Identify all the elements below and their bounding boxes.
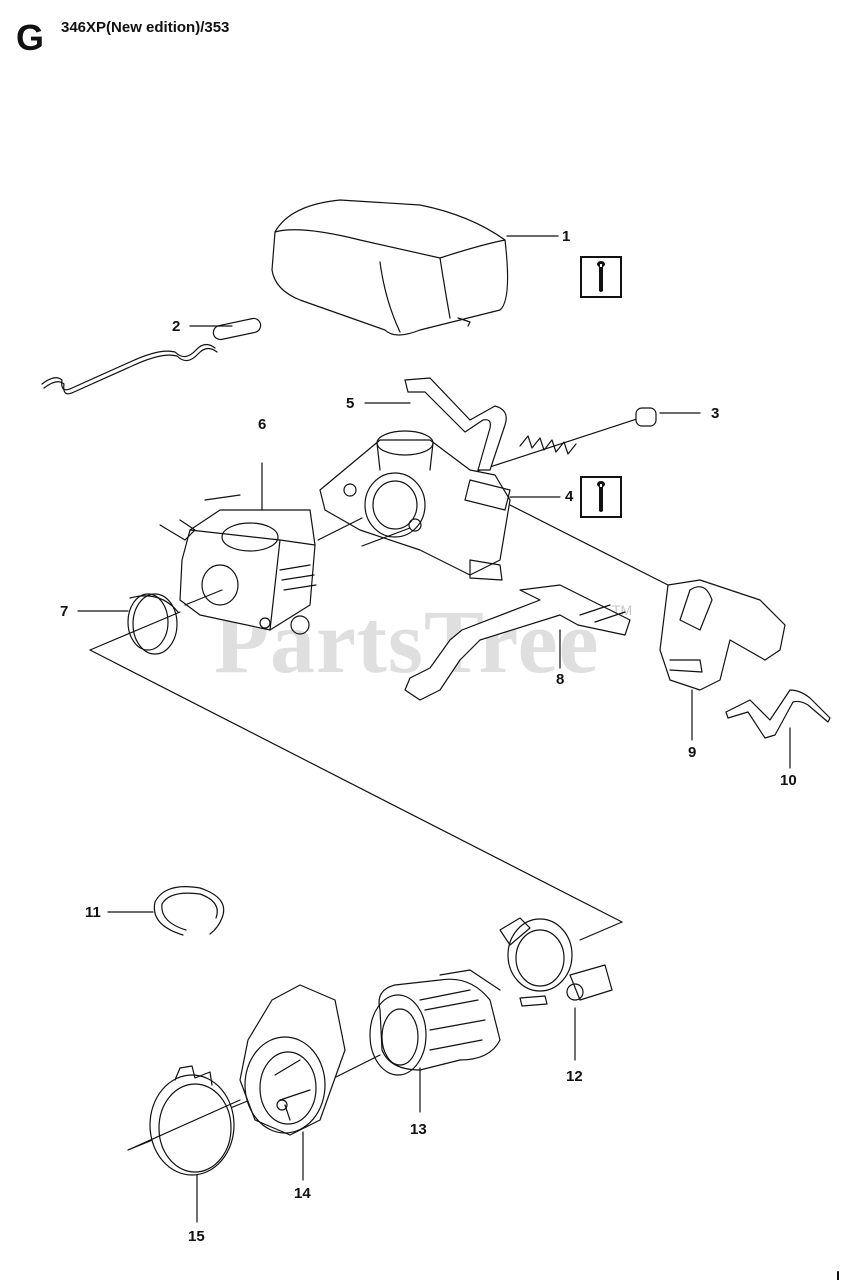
service-icon-part-1 [580,256,622,298]
callout-6[interactable]: 6 [258,416,267,433]
part-12-intake-clamp[interactable] [499,917,613,1007]
wrench-icon [597,261,605,292]
part-2-rod[interactable] [41,317,262,395]
wrench-icon [597,481,605,512]
part-9-air-guide[interactable] [509,504,786,691]
callout-12[interactable]: 12 [566,1068,583,1085]
part-1-filter-cover[interactable] [271,199,509,336]
callout-11[interactable]: 11 [85,904,101,921]
callout-1[interactable]: 1 [562,228,571,245]
callout-13[interactable]: 13 [410,1121,427,1138]
part-7-flange-ring[interactable] [127,593,179,655]
callout-8[interactable]: 8 [556,671,565,688]
part-11-circlip[interactable] [153,886,225,936]
callout-15[interactable]: 15 [188,1228,205,1245]
section-letter: G [16,17,45,58]
part-14-boot-flange[interactable] [239,984,346,1136]
part-throttle-housing[interactable] [319,430,511,581]
callout-10[interactable]: 10 [780,772,797,789]
part-8-throttle-rod[interactable] [404,584,631,701]
part-10-spring-clip[interactable] [725,689,831,739]
part-5-bracket[interactable] [404,377,507,471]
part-13-intake-boot[interactable] [369,969,501,1076]
service-icon-part-4 [580,476,622,518]
callout-9[interactable]: 9 [688,744,697,761]
part-6-carburetor[interactable] [159,494,317,635]
part-15-hose-clamp[interactable] [149,1065,235,1176]
callout-14[interactable]: 14 [294,1185,311,1202]
callout-5[interactable]: 5 [346,395,355,412]
callout-4[interactable]: 4 [565,488,574,505]
diagram-title: 346XP(New edition)/353 [61,19,230,36]
callout-2[interactable]: 2 [172,318,181,335]
callout-3[interactable]: 3 [711,405,720,422]
callout-7[interactable]: 7 [60,603,69,620]
